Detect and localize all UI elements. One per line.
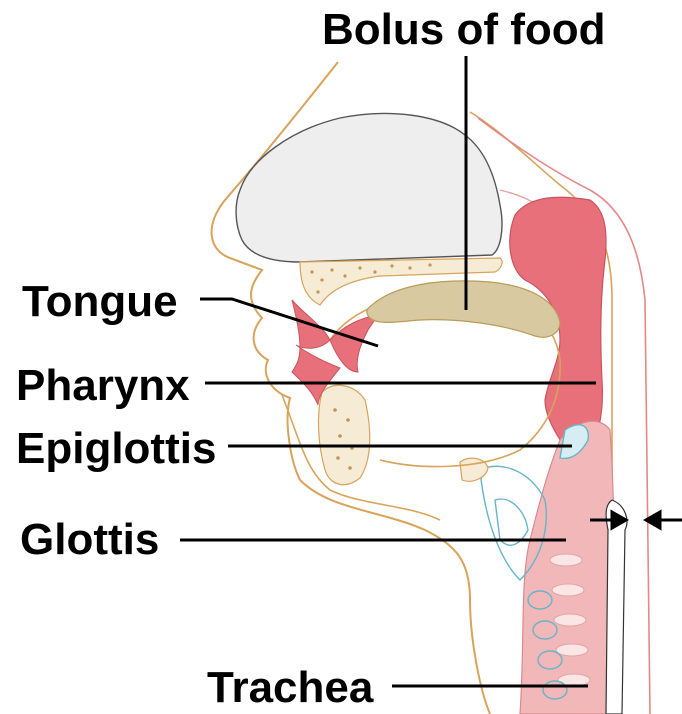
mandible: [318, 385, 369, 484]
label-glottis: Glottis: [20, 518, 159, 562]
esophagus: [606, 500, 627, 714]
tongue-leader-line: [200, 299, 378, 346]
label-pharynx: Pharynx: [16, 364, 190, 408]
label-trachea: Trachea: [207, 666, 373, 710]
bolus-of-food: [367, 281, 560, 337]
nasal-cavity: [236, 113, 502, 262]
larynx-trachea: [520, 421, 615, 714]
label-tongue: Tongue: [22, 280, 178, 324]
label-bolus-of-food: Bolus of food: [322, 8, 606, 52]
label-epiglottis: Epiglottis: [16, 427, 216, 471]
